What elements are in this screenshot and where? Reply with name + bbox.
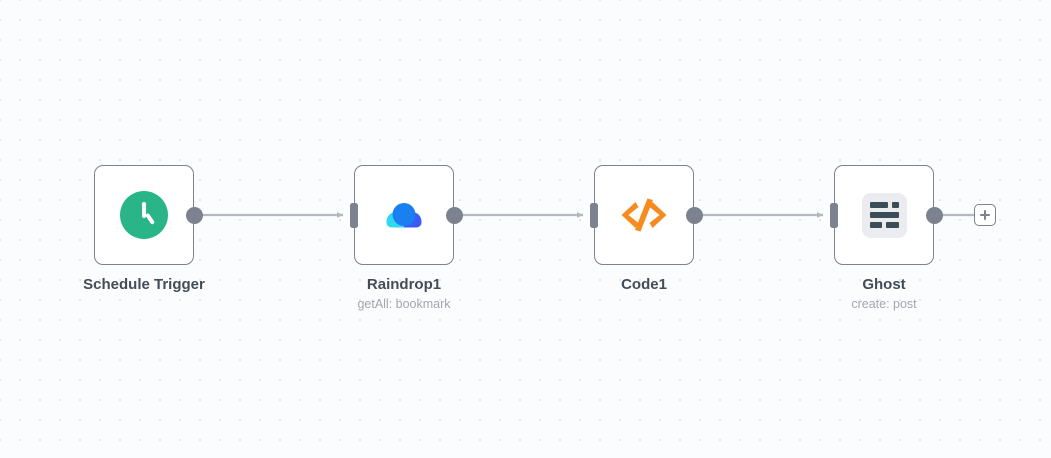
input-port-ghost[interactable] [830, 202, 838, 228]
raindrop-cloud-icon [376, 187, 432, 243]
node-code1-box[interactable] [594, 165, 694, 265]
input-port-raindrop1[interactable] [350, 202, 358, 228]
output-port-ghost[interactable] [925, 206, 943, 224]
node-label-ghost: Ghost [862, 276, 906, 293]
node-label-raindrop1: Raindrop1 [366, 276, 442, 293]
node-sublabel-ghost: create: post [851, 297, 917, 311]
plus-icon [980, 210, 991, 221]
node-sublabel-raindrop1: getAll: bookmark [357, 297, 451, 311]
output-port-raindrop1[interactable] [445, 206, 463, 224]
add-node-button[interactable] [974, 204, 996, 226]
ghost-post-icon [856, 187, 912, 243]
node-schedule-trigger-box[interactable] [94, 165, 194, 265]
clock-icon [116, 187, 172, 243]
code-brackets-icon [616, 187, 672, 243]
node-label-schedule-trigger: Schedule Trigger [83, 276, 205, 293]
node-schedule-trigger[interactable]: Schedule Trigger [83, 165, 205, 293]
output-port-code1[interactable] [685, 206, 703, 224]
node-code1[interactable]: Code1 [590, 165, 703, 293]
output-port-schedule-trigger[interactable] [185, 206, 203, 224]
node-ghost[interactable]: Ghost create: post [830, 165, 943, 311]
node-raindrop1[interactable]: Raindrop1 getAll: bookmark [350, 165, 463, 311]
node-raindrop1-box[interactable] [354, 165, 454, 265]
input-port-code1[interactable] [590, 202, 598, 228]
node-ghost-box[interactable] [834, 165, 934, 265]
node-label-code1: Code1 [621, 276, 667, 293]
